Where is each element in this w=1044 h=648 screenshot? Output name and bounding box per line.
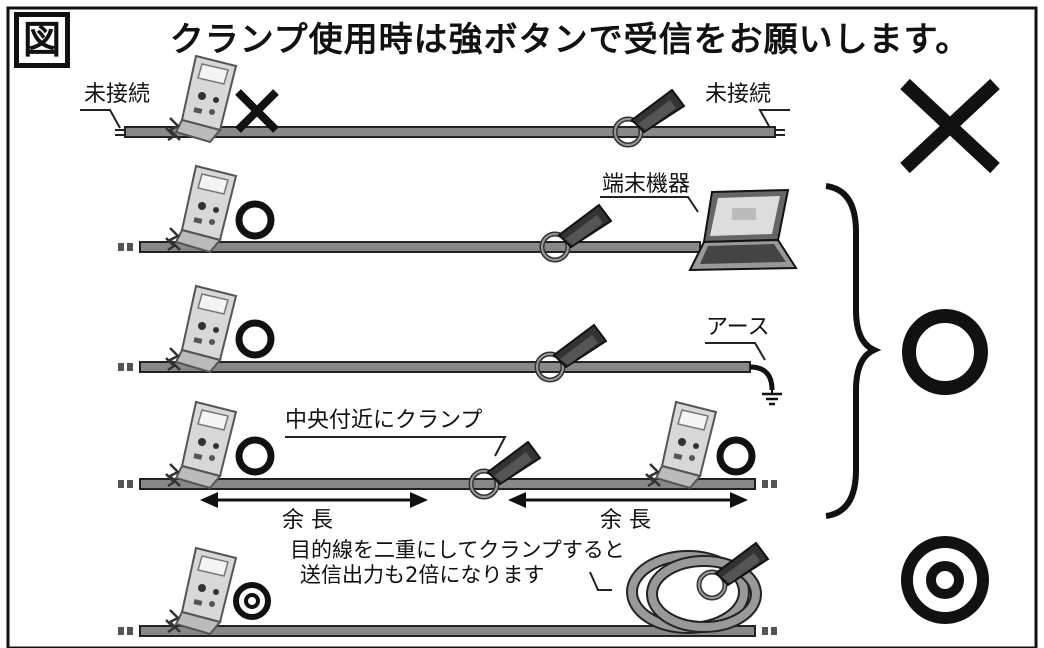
figure-label: 図 — [14, 12, 70, 68]
row2-transmitter — [164, 164, 238, 254]
row5-transmitter — [164, 546, 238, 636]
row5-double-ok-mark — [233, 582, 271, 620]
ground-icon — [762, 388, 782, 406]
double-loop-cable — [626, 550, 762, 634]
row2-ok-mark — [235, 200, 275, 240]
span-arrow-right — [508, 492, 748, 508]
row1-right-label: 未接続 — [705, 82, 772, 107]
row4-span-right-label: 余 長 — [600, 508, 651, 533]
span-arrow-left — [200, 492, 428, 508]
row4-ok-mark-left — [235, 436, 275, 476]
row3-ground-label: アース — [706, 315, 770, 340]
summary-x-mark — [900, 78, 1000, 174]
curly-brace — [825, 183, 882, 519]
row3-cable — [118, 361, 775, 391]
summary-circle-mark — [902, 309, 988, 395]
row4-cable — [118, 478, 777, 490]
laptop-icon — [688, 188, 798, 272]
row3-transmitter — [164, 284, 238, 374]
row4-transmitter-right — [644, 400, 718, 490]
row5-note-line2: 送信出力も2倍になります — [300, 563, 545, 587]
row1-left-label: 未接続 — [84, 82, 151, 107]
row4-ok-mark-right — [716, 436, 756, 476]
row4-center-label: 中央付近にクランプ — [285, 408, 483, 433]
row4-span-left-label: 余 長 — [282, 508, 333, 533]
row2-cable — [118, 241, 701, 253]
row5-note-line1: 目的線を二重にしてクランプすると — [290, 538, 625, 562]
row4-transmitter-left — [164, 400, 238, 490]
row2-device-label: 端末機器 — [602, 172, 691, 197]
summary-double-circle-mark — [901, 536, 989, 624]
page-title: クランプ使用時は強ボタンで受信をお願いします。 — [169, 20, 971, 60]
row5-cable — [118, 625, 777, 637]
row1-x-mark — [235, 89, 279, 133]
row3-ok-mark — [235, 319, 275, 359]
row1-cable — [115, 126, 785, 138]
